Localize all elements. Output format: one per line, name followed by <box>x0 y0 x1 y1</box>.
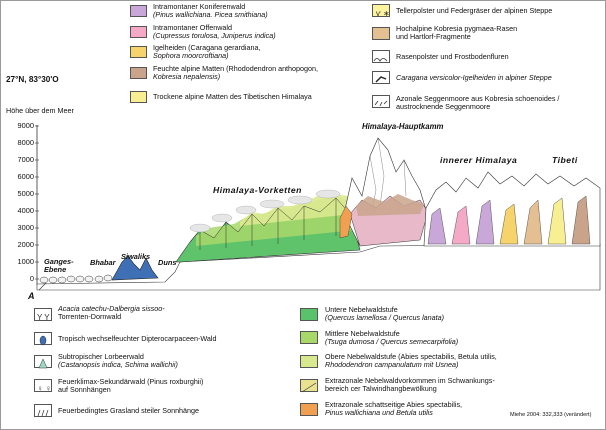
legend-swatch-feuchte-matten <box>130 67 147 79</box>
legend-item-feuerklimax: Feuerklimax-Sekundärwald (Pinus roxburgh… <box>58 377 204 395</box>
legend-item-seggenmoore: Azonale Seggenmoore aus Kobresia schoeno… <box>396 94 560 112</box>
legend-item-offenwald: Intramontaner Offenwald(Cupressus torulo… <box>153 23 276 41</box>
svg-text:Y Y: Y Y <box>37 313 50 322</box>
y-tick: 9000 <box>17 121 34 130</box>
legend-item-obere-nebelwald: Obere Nebelwaldstufe (Abies spectabilis,… <box>325 352 497 370</box>
legend-swatch-obere-nebelwald <box>300 355 318 368</box>
lorbeerwald-symbol-icon <box>38 358 48 369</box>
legend-swatch-extrazonal-abies <box>300 403 318 416</box>
legend-swatch-dipterocarpaceen <box>34 332 52 346</box>
legend-item-trockene-matten: Trockene alpine Matten des Tibetischen H… <box>153 92 312 101</box>
label-ganges: Ganges-Ebene <box>44 257 74 275</box>
y-tick: 7000 <box>17 155 34 164</box>
seggenmoore-symbol-icon <box>374 100 388 107</box>
feuerklimax-symbol-icon: ♀ ♀ <box>37 384 51 393</box>
legend-item-grasland: Feuerbedingtes Grasland steiler Sonnhäng… <box>58 406 200 415</box>
legend-swatch-seggenmoore <box>372 95 390 108</box>
legend-swatch-igelheiden <box>130 46 147 58</box>
legend-swatch-caragana <box>372 71 390 84</box>
legend-item-koniferenwald: Intramontaner Koniferenwald(Pinus wallic… <box>153 2 268 20</box>
legend-item-feuchte-matten: Feuchte alpine Matten (Rhododendron anth… <box>153 64 319 82</box>
legend-swatch-dornwald: Y Y <box>34 308 52 322</box>
legend-item-lorbeerwald: Subtropischer Lorbeerwald(Castanopsis in… <box>58 352 178 370</box>
y-tick: 6000 <box>17 172 34 181</box>
legend-item-rasenpolster: Rasenpolster und Frostbodenfluren <box>396 52 509 61</box>
dornwald-symbol-icon: Y Y <box>37 313 50 322</box>
legend-item-dipterocarpaceen: Tropisch wechselfeuchter Dipterocarpacee… <box>58 334 217 343</box>
y-tick: 3000 <box>17 223 34 232</box>
vorketten-ridges <box>189 197 351 250</box>
svg-text:ⱱ ∗: ⱱ ∗ <box>376 9 389 18</box>
caragana-symbol-icon <box>375 76 387 83</box>
legend-swatch-rasenpolster <box>372 50 390 63</box>
legend-item-igelheiden: Igelheiden (Caragana gerardiana,Sophora … <box>153 43 261 61</box>
label-tibet: Tibeti <box>552 155 578 165</box>
legend-item-untere-nebelwald: Untere Nebelwaldstufe(Quercus lamellosa … <box>325 305 445 323</box>
legend-swatch-lorbeerwald <box>34 355 52 369</box>
legend-swatch-untere-nebelwald <box>300 308 318 321</box>
legend-swatch-extrazonal-nebelwald <box>300 379 318 393</box>
y-axis-title: Höhe über dem Meer <box>6 106 74 115</box>
y-tick: 4000 <box>17 206 34 215</box>
label-siwaliks: Siwaliks <box>121 252 151 261</box>
y-tick: 0 <box>29 274 34 283</box>
legend-swatch-grasland <box>34 404 52 417</box>
legend-swatch-mittlere-nebelwald <box>300 331 318 344</box>
label-innerer-himalaya: innerer Himalaya <box>440 155 518 165</box>
legend-swatch-feuerklimax: ♀ ♀ <box>34 379 52 393</box>
label-duns: Duns <box>158 258 177 267</box>
grasland-symbol-icon <box>37 409 49 417</box>
coordinates-label: 27°N, 83°30'O <box>6 75 59 84</box>
main-range-alpine-mats <box>356 194 424 216</box>
legend-item-dornwald: Acacia catechu-Dalbergia sissoo-Torrente… <box>58 304 165 322</box>
siwaliks-range <box>111 255 159 281</box>
legend-item-mittlere-nebelwald: Mittlere Nebelwaldstufe(Tsuga dumosa / Q… <box>325 329 459 347</box>
legend-swatch-kobresia <box>372 27 390 40</box>
terrain-base <box>36 243 601 291</box>
label-point-a: A <box>28 291 35 301</box>
tellerpolster-symbol-icon: ⱱ ∗ <box>376 9 390 18</box>
upper-cloud-forest <box>240 194 352 226</box>
legend-swatch-tellerpolster: ⱱ ∗ <box>372 4 390 18</box>
cloud-band <box>189 189 341 233</box>
legend-item-extrazonal-nebelwald: Extrazonale Nebelwaldvorkommen im Schwan… <box>325 376 495 394</box>
svg-text:♀ ♀: ♀ ♀ <box>37 384 51 393</box>
legend-item-tellerpolster: Tellerpolster und Federgräser der alpine… <box>396 6 553 15</box>
source-credit: Miehe 2004: 332,333 (verändert) <box>510 412 592 418</box>
legend-item-extrazonal-abies: Extrazonale schattseitige Abies spectabi… <box>325 400 463 418</box>
y-tick: 1000 <box>17 257 34 266</box>
inner-himalaya-zones <box>427 195 591 245</box>
label-bhabar: Bhabar <box>90 258 116 267</box>
legend-swatch-trockene-matten <box>130 91 147 103</box>
extrazonal-hatch-icon <box>301 382 317 393</box>
y-tick: 8000 <box>17 138 34 147</box>
ganges-trees <box>39 274 113 284</box>
rasenpolster-symbol-icon <box>373 58 388 62</box>
extrazonal-abies-patch <box>339 205 353 239</box>
y-tick: 5000 <box>17 189 34 198</box>
y-axis-ticks <box>35 125 39 280</box>
legend-item-caragana: Caragana versicolor-Igelheiden in alpine… <box>396 73 552 82</box>
legend-swatch-offenwald <box>130 26 147 38</box>
y-tick: 2000 <box>17 240 34 249</box>
dipterocarp-symbol-icon <box>39 335 47 346</box>
label-vorketten: Himalaya-Vorketten <box>213 185 302 195</box>
legend-swatch-koniferenwald <box>130 5 147 17</box>
profile-point-a-marker <box>38 282 47 291</box>
label-hauptkamm: Himalaya-Hauptkamm <box>362 122 444 131</box>
